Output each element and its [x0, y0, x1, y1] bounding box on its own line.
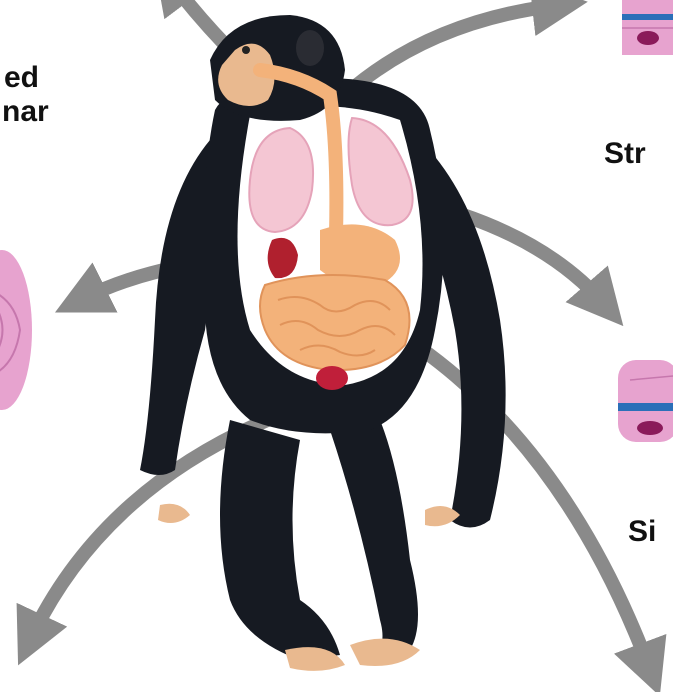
right-leg — [330, 420, 418, 665]
left-leg — [220, 420, 340, 660]
arrow-top-right — [345, 5, 560, 95]
label-right-top: Str — [604, 138, 646, 170]
tissue-sample-top-right — [622, 0, 673, 55]
ear — [296, 30, 324, 66]
label-top-left-line1: ed — [4, 62, 39, 94]
label-top-left-line2: nar — [2, 96, 49, 128]
arrow-bottom-right — [385, 325, 650, 670]
left-hand — [158, 504, 190, 523]
bladder — [316, 366, 348, 390]
tissue-sample-right-mid — [618, 360, 673, 442]
tissue-sample-left — [0, 250, 32, 410]
label-right-bottom: Si — [628, 516, 656, 548]
